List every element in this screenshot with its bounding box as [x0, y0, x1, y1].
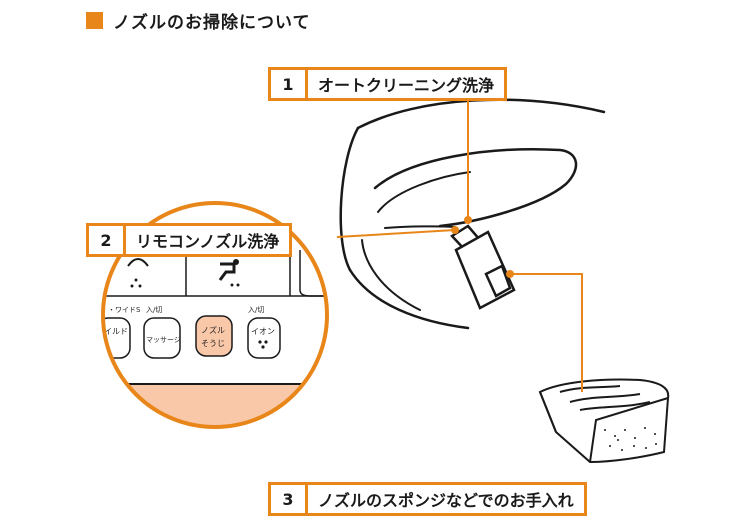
svg-text:そうじ: そうじ	[201, 339, 225, 348]
label-auto-cleaning: 1 オートクリーニング洗浄	[268, 67, 508, 101]
label-sponge-care: 3 ノズルのスポンジなどでのお手入れ	[268, 482, 587, 516]
leader-lines	[336, 98, 583, 392]
bidet-seat-icon	[218, 262, 236, 281]
panel-label-massage-onoff: 入/切	[146, 306, 162, 314]
svg-text:イオン: イオン	[251, 327, 275, 336]
svg-text:イルド: イルド	[104, 327, 128, 336]
section-title: ノズルのお掃除について	[86, 8, 311, 33]
sponge-drawing	[538, 378, 670, 464]
title-text: ノズルのお掃除について	[113, 12, 311, 33]
title-bullet-icon	[86, 11, 103, 29]
sponge-dots	[604, 427, 657, 451]
toilet-seat-drawing	[339, 98, 606, 330]
massage-button	[143, 317, 181, 359]
panel-label-wide: ・ワイドS	[108, 306, 141, 314]
panel-label-ion-onoff: 入/切	[248, 306, 264, 314]
nozzle-clean-button	[195, 315, 233, 357]
wide-spray-icon	[127, 258, 149, 267]
leader-dots	[451, 216, 514, 278]
nozzle-drawing	[450, 224, 516, 310]
svg-text:マッサージ: マッサージ	[146, 336, 181, 344]
label-remote-nozzle-cleaning: 2 リモコンノズル洗浄	[86, 223, 293, 257]
svg-text:ノズル: ノズル	[201, 325, 225, 335]
ion-button	[247, 317, 281, 359]
